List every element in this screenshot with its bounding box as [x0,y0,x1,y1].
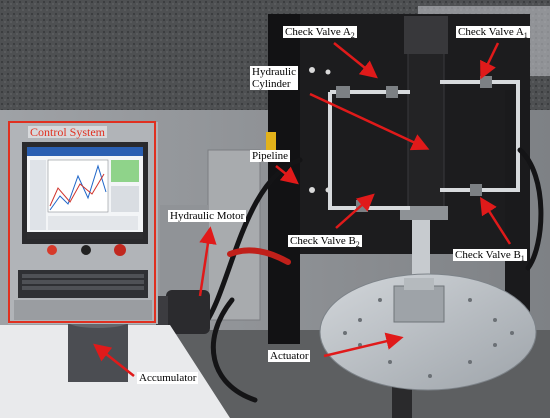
label-accumulator: Accumulator [137,372,199,384]
arrow-check-valve-b2 [335,193,375,229]
label-check-valve-b1: Check Valve B1 [453,249,527,264]
label-pipeline-text: Pipeline [252,150,289,162]
arrow-check-valve-a2 [333,42,378,79]
label-check-valve-b1-text: Check Valve B [455,249,521,261]
label-pipeline: Pipeline [250,150,291,162]
label-check-valve-a1: Check Valve A1 [456,26,530,41]
selector-knob [81,245,91,255]
cylinder-body [407,29,445,211]
arrow-check-valve-b1 [479,196,512,245]
clamp-block [393,285,445,323]
yellow-fitting [266,132,276,158]
label-accumulator-text: Accumulator [139,372,197,384]
frame-bolt [309,187,315,193]
arrow-check-valve-a1 [480,42,500,80]
label-check-valve-a2-sub: 2 [350,31,355,41]
arrow-hydraulic-cylinder [309,92,430,151]
label-hydraulic-cylinder-line2: Cylinder [252,78,291,90]
arrow-accumulator [93,343,135,377]
label-check-valve-b2: Check Valve B2 [288,235,362,250]
label-check-valve-b2-sub: 2 [355,240,360,250]
indicator-lamp-red [47,245,57,255]
label-check-valve-a2: Check Valve A2 [283,26,357,41]
label-actuator: Actuator [268,350,311,362]
label-actuator-text: Actuator [270,350,309,362]
label-control-system-text: Control System [30,125,106,139]
label-check-valve-a1-text: Check Valve A [458,26,524,38]
label-check-valve-a1-sub: 1 [523,31,528,41]
turntable-disk [319,273,537,391]
arrow-actuator [323,332,404,358]
label-check-valve-b1-sub: 1 [520,254,525,264]
label-check-valve-a2-text: Check Valve A [285,26,351,38]
hydraulic-motor [166,290,210,334]
control-system-highlight [8,121,156,323]
red-lever [227,247,291,265]
cylinder-cap [404,16,448,54]
emergency-stop [114,244,126,256]
label-hydraulic-motor-text: Hydraulic Motor [170,210,245,222]
frame-bolt [309,67,315,73]
rod-collar [400,206,448,220]
console-drawer [14,300,152,320]
arrow-pipeline [275,165,299,185]
turntable-holes [343,288,514,378]
motor-flange [156,296,168,328]
label-hydraulic-motor: Hydraulic Motor [168,210,247,222]
label-hydraulic-cylinder-line1: Hydraulic [252,66,296,78]
control-console [8,122,158,324]
label-hydraulic-cylinder: Hydraulic Cylinder [250,66,298,90]
label-control-system: Control System [28,125,108,139]
clamp-top [404,278,434,290]
frame-bolt [325,69,331,75]
hoses [197,147,544,403]
arrow-hydraulic-motor [198,226,217,297]
electrical-cabinet [207,149,261,321]
label-check-valve-b2-text: Check Valve B [290,235,356,247]
